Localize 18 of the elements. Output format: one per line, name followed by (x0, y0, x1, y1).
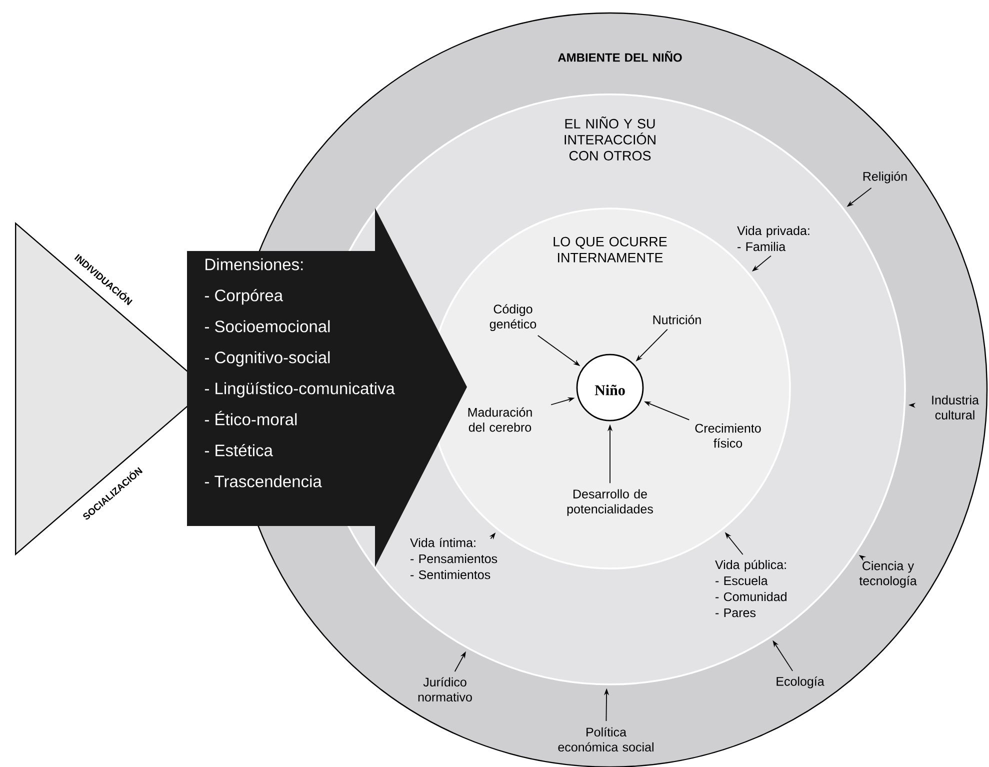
factor-label: Código genético (490, 304, 536, 331)
factor-label: Jurídico normativo (418, 677, 472, 702)
factor-label: Vida pública: - Escuela - Comunidad - Pares (715, 560, 786, 618)
factor-label: Maduración del cerebro (468, 407, 532, 432)
factor-label: Nutrición (653, 314, 701, 324)
ring-title: AMBIENTE DEL NIÑO (558, 51, 682, 62)
factor-label: Industria cultural (932, 395, 979, 420)
ring-title: LO QUE OCURRE INTERNAMENTE (554, 236, 667, 262)
factor-label: Política económica social (558, 727, 654, 752)
factor-label: Crecimiento físico (695, 424, 761, 448)
ring-title: EL NIÑO Y SU INTERACCIÓN CON OTROS (564, 116, 656, 160)
factor-label: Ciencia y tecnología (859, 561, 917, 588)
center-label: Niño (594, 384, 625, 396)
factor-label: Religión (863, 172, 907, 184)
factor-label: Vida íntima: - Pensamientos - Sentimientos (410, 538, 498, 580)
factor-label: Desarrollo de potencialidades (567, 489, 653, 516)
factor-label: Ecología (776, 676, 824, 688)
factor-label: Vida privada: - Familia (737, 226, 810, 252)
